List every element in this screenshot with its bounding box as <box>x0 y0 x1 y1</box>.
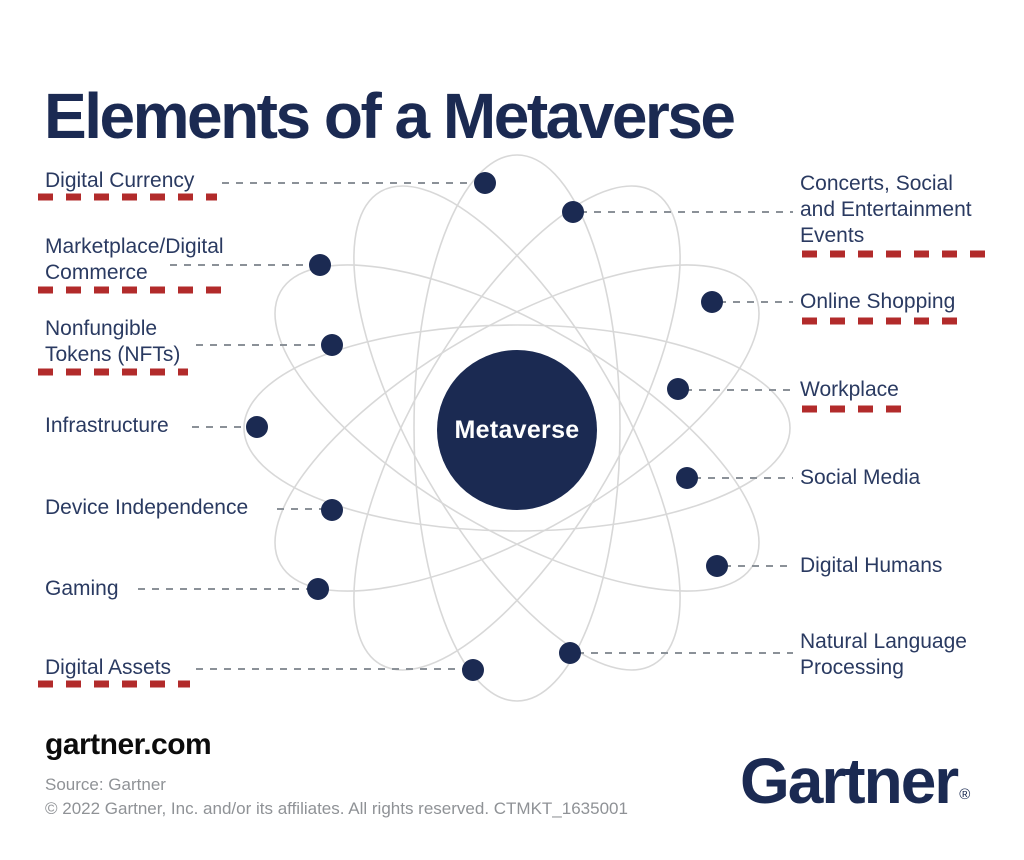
node-dot-natural-language-processing <box>559 642 581 664</box>
node-dot-gaming <box>307 578 329 600</box>
registered-trademark-icon: ® <box>959 786 971 803</box>
node-label-line: Digital Humans <box>800 554 943 577</box>
node-label-online-shopping: Online Shopping <box>800 289 955 315</box>
node-dot-online-shopping <box>701 291 723 313</box>
node-label-line: Processing <box>800 656 904 679</box>
node-label-line: Tokens (NFTs) <box>45 343 181 366</box>
node-label-line: Workplace <box>800 378 899 401</box>
orbit-ellipse <box>353 185 681 671</box>
node-label-line: Nonfungible <box>45 317 158 340</box>
node-label-digital-humans: Digital Humans <box>800 553 942 579</box>
node-dot-infrastructure <box>246 416 268 438</box>
node-label-line: and Entertainment <box>800 198 972 221</box>
node-dot-digital-humans <box>706 555 728 577</box>
node-label-device-independence: Device Independence <box>45 495 248 521</box>
orbit-ellipse <box>243 324 791 532</box>
node-dot-workplace <box>667 378 689 400</box>
node-label-line: Commerce <box>45 261 148 284</box>
source-text: Source: Gartner <box>45 775 166 794</box>
node-label-line: Device Independence <box>45 496 249 519</box>
metaverse-center-node: Metaverse <box>437 350 597 510</box>
orbit-ellipse <box>413 154 621 702</box>
gartner-logo: Gartner® <box>740 744 971 818</box>
node-label-digital-currency: Digital Currency <box>45 168 194 194</box>
copyright-text: © 2022 Gartner, Inc. and/or its affiliat… <box>45 799 628 818</box>
node-label-line: Marketplace/Digital <box>45 235 224 258</box>
orbit-ellipse <box>274 264 760 592</box>
node-label-digital-assets: Digital Assets <box>45 655 171 681</box>
node-dot-concerts-social-and-entertainment-events <box>562 201 584 223</box>
gartner-logo-text: Gartner <box>740 745 959 817</box>
node-label-line: Infrastructure <box>45 414 169 437</box>
node-label-line: Online Shopping <box>800 290 956 313</box>
node-label-infrastructure: Infrastructure <box>45 413 169 439</box>
node-label-line: Events <box>800 224 865 247</box>
node-dot-digital-assets <box>462 659 484 681</box>
node-label-social-media: Social Media <box>800 465 920 491</box>
node-label-gaming: Gaming <box>45 576 119 602</box>
node-label-line: Concerts, Social <box>800 172 953 195</box>
node-dot-social-media <box>676 467 698 489</box>
node-label-line: Natural Language <box>800 630 967 653</box>
node-label-line: Digital Assets <box>45 656 172 679</box>
orbit-ellipse <box>274 264 760 592</box>
gartner-website-link[interactable]: gartner.com <box>45 728 212 761</box>
node-dot-digital-currency <box>474 172 496 194</box>
page-title: Elements of a Metaverse <box>44 79 736 152</box>
node-label-line: Gaming <box>45 577 119 600</box>
node-dot-device-independence <box>321 499 343 521</box>
node-dot-marketplace-digital-commerce <box>309 254 331 276</box>
node-dot-nonfungible-tokens-nfts <box>321 334 343 356</box>
node-label-line: Social Media <box>800 466 921 489</box>
node-label-line: Digital Currency <box>45 169 195 192</box>
orbit-ellipse <box>353 185 681 671</box>
node-label-workplace: Workplace <box>800 377 899 403</box>
metaverse-center-label: Metaverse <box>454 415 580 444</box>
